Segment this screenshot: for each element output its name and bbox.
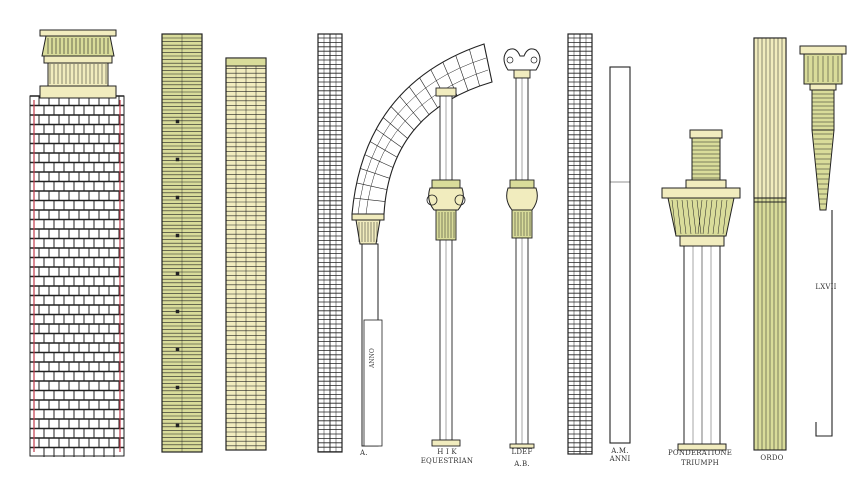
corinthian-capital-pedestal [661, 129, 741, 451]
cream-gridded-column [225, 57, 267, 451]
brick-tower-with-crown [29, 29, 125, 457]
striped-base-label: ORDO [760, 454, 784, 462]
column-2-sub-label: EQUESTRIAN [420, 457, 474, 465]
spire-mid-label: LXVII [815, 283, 837, 291]
ladder-column-left [317, 33, 343, 453]
slab-base-label: A.M. [611, 447, 629, 455]
striped-olive-pillar [753, 37, 787, 451]
spire-column-with-lantern [799, 45, 847, 437]
column-with-scroll-capital [503, 48, 541, 449]
slab-sub-label: ANNI [609, 455, 631, 463]
column-2-base-label: H I K [437, 448, 457, 456]
capital-sub-label: TRIUMPH [681, 459, 719, 467]
arch-base-label: A. [360, 449, 368, 457]
olive-ruled-column [161, 33, 203, 453]
arch-tablet-label: ANNO [369, 348, 376, 368]
column-3-sub-label: A.B. [514, 460, 530, 468]
arch-on-pillar [351, 43, 493, 447]
plain-tall-slab [609, 66, 631, 444]
capital-base-label: PONDERATIONE [667, 449, 733, 457]
ionic-column-with-capital [426, 87, 466, 447]
column-3-base-label: LDEF [511, 448, 533, 456]
ladder-column-right [567, 33, 593, 455]
